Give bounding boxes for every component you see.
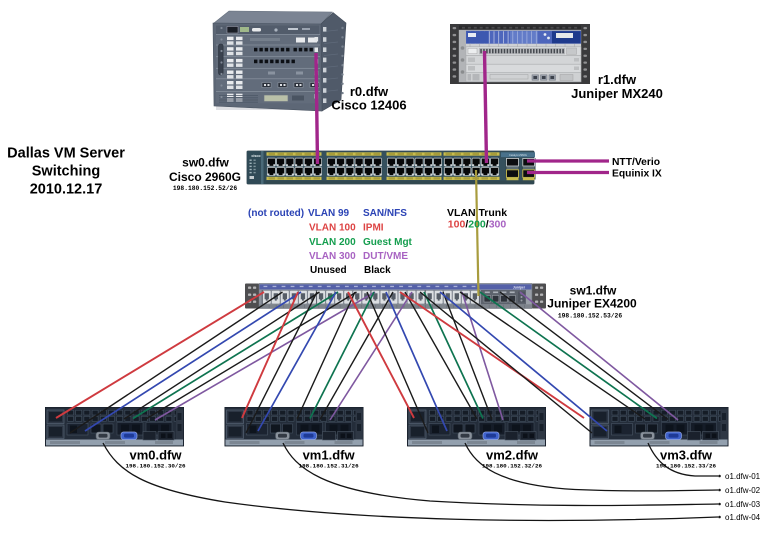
svg-text:r1.dfw: r1.dfw <box>598 72 637 87</box>
svg-text:VLAN 99: VLAN 99 <box>308 208 350 219</box>
svg-text:Cisco 12406: Cisco 12406 <box>331 98 406 113</box>
svg-text:r0.dfw: r0.dfw <box>350 84 389 99</box>
svg-text:198.180.152.52/26: 198.180.152.52/26 <box>173 185 237 192</box>
svg-text:Guest Mgt: Guest Mgt <box>363 237 413 248</box>
svg-text:Juniper MX240: Juniper MX240 <box>571 86 663 101</box>
svg-text:o1.dfw-03: o1.dfw-03 <box>725 500 761 509</box>
svg-text:cisco: cisco <box>251 154 261 158</box>
svg-text:Catalyst 2960G: Catalyst 2960G <box>509 153 527 157</box>
svg-text:IPMI: IPMI <box>363 223 384 234</box>
svg-text:sw0.dfw: sw0.dfw <box>182 156 229 170</box>
svg-text:vm2.dfw: vm2.dfw <box>486 448 539 463</box>
svg-text:Cisco 2960G: Cisco 2960G <box>169 170 241 184</box>
svg-text:Unused: Unused <box>310 265 347 276</box>
svg-text:2010.12.17: 2010.12.17 <box>30 182 103 198</box>
svg-text:DUT/VME: DUT/VME <box>363 251 408 262</box>
svg-text:Juniper EX4200: Juniper EX4200 <box>547 297 637 311</box>
svg-text:vm0.dfw: vm0.dfw <box>129 448 182 463</box>
svg-text:198.180.152.33/26: 198.180.152.33/26 <box>656 463 717 470</box>
svg-text:VLAN 100: VLAN 100 <box>309 223 356 234</box>
svg-text:o1.dfw-01: o1.dfw-01 <box>725 472 761 481</box>
svg-text:198.180.152.32/26: 198.180.152.32/26 <box>482 463 543 470</box>
svg-text:vm3.dfw: vm3.dfw <box>660 448 713 463</box>
svg-text:VLAN 200: VLAN 200 <box>309 237 356 248</box>
svg-text:SAN/NFS: SAN/NFS <box>363 208 407 219</box>
svg-text:Dallas VM Server: Dallas VM Server <box>7 146 125 162</box>
svg-text:198.180.152.53/26: 198.180.152.53/26 <box>558 313 622 320</box>
svg-text:Black: Black <box>364 265 391 276</box>
svg-text:VLAN 300: VLAN 300 <box>309 251 356 262</box>
svg-text:198.180.152.31/26: 198.180.152.31/26 <box>299 463 360 470</box>
svg-text:Equinix IX: Equinix IX <box>612 169 662 180</box>
svg-text:198.180.152.30/26: 198.180.152.30/26 <box>125 463 186 470</box>
svg-text:100/200/300: 100/200/300 <box>448 219 507 231</box>
svg-text:sw1.dfw: sw1.dfw <box>570 284 617 298</box>
svg-text:NTT/Verio: NTT/Verio <box>612 157 660 168</box>
svg-text:vm1.dfw: vm1.dfw <box>303 448 356 463</box>
svg-text:Juniper: Juniper <box>513 286 526 290</box>
svg-text:Switching: Switching <box>32 164 100 180</box>
svg-text:o1.dfw-02: o1.dfw-02 <box>725 486 761 495</box>
svg-text:o1.dfw-04: o1.dfw-04 <box>725 513 761 522</box>
svg-text:VLAN Trunk: VLAN Trunk <box>447 207 507 219</box>
svg-text:(not routed): (not routed) <box>248 208 304 219</box>
